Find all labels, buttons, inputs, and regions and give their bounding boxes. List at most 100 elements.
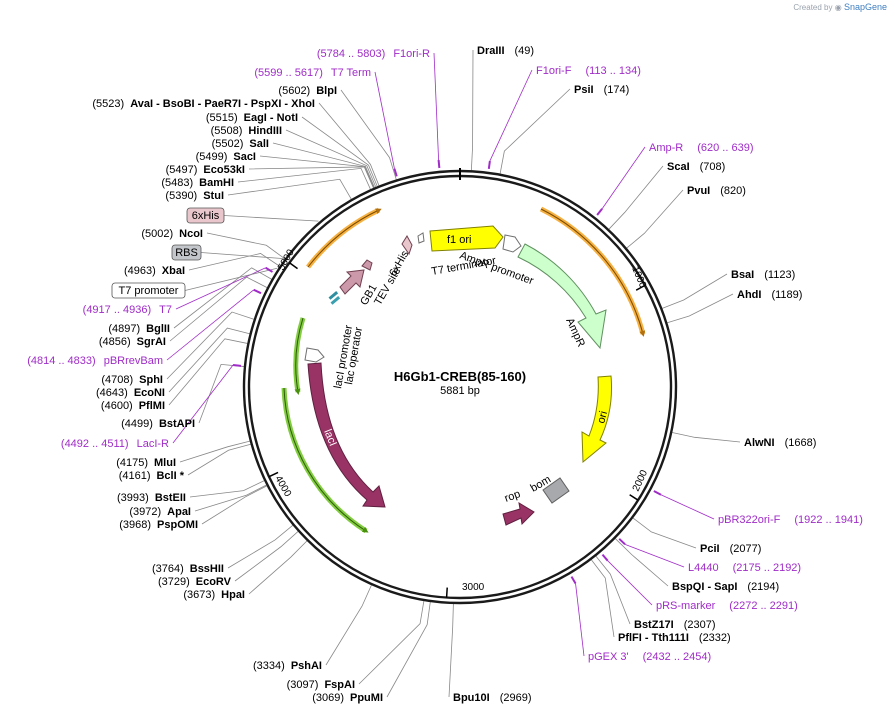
site-name: BspQI - SapI xyxy=(672,581,737,593)
site-leader-mlui xyxy=(179,440,250,463)
site-apai: ApaI(3972) xyxy=(129,506,191,518)
site-name: SalI xyxy=(249,138,269,150)
site-leader-pcii xyxy=(632,517,697,549)
box-frame xyxy=(186,207,225,224)
ori-feature xyxy=(581,375,612,464)
leader-lines xyxy=(166,49,741,698)
site-name: BsaI xyxy=(731,269,754,281)
site-position: (5497) xyxy=(166,164,198,176)
site-name: AlwNI xyxy=(744,437,775,449)
primer-leader-pgex3 xyxy=(575,583,585,657)
gb1-feature xyxy=(339,269,365,295)
site-pvui: PvuI(820) xyxy=(687,185,746,197)
site-leader-ncoi xyxy=(206,232,286,260)
site-position: (5390) xyxy=(165,190,197,202)
site-name: HindIII xyxy=(248,125,282,137)
site-bpu10i: Bpu10I(2969) xyxy=(453,692,531,704)
rop-label: rop xyxy=(503,488,522,505)
site-name: FspAI xyxy=(324,679,355,691)
site-leader-stui xyxy=(227,178,352,200)
site-leader-ecorv xyxy=(234,531,299,582)
site-avai: AvaI - BsoBI - PaeR7I - PspXI - XhoI(552… xyxy=(92,98,315,110)
primer-l4440: L4440(2175 .. 2192) xyxy=(688,562,801,574)
site-leader-hindiii xyxy=(285,129,377,188)
site-name: PpuMI xyxy=(350,692,383,704)
site-leader-hpai xyxy=(248,540,308,595)
snapgene-credit: Created by ◉ SnapGene xyxy=(793,2,887,12)
primer-name: pRS-marker xyxy=(656,600,716,612)
site-leader-bamhi xyxy=(237,167,371,190)
primer-name: F1ori-F xyxy=(536,65,572,77)
site-scai: ScaI(708) xyxy=(667,161,725,173)
site-name: XbaI xyxy=(162,265,185,277)
site-bsshii: BssHII(3764) xyxy=(152,563,224,575)
primer-amp-r: Amp-R(620 .. 639) xyxy=(649,142,754,154)
primer-name: T7 xyxy=(159,304,172,316)
site-name: EcoNI xyxy=(134,387,165,399)
site-position: (5508) xyxy=(211,125,243,137)
primer-range: (4814 .. 4833) xyxy=(27,355,96,367)
site-position: (4897) xyxy=(108,323,140,335)
site-leader-avai xyxy=(318,102,380,186)
site-alwni: AlwNI(1668) xyxy=(744,437,816,449)
site-position: (820) xyxy=(720,185,746,197)
primer-laci-r: LacI-R(4492 .. 4511) xyxy=(61,438,169,450)
site-name: ApaI xyxy=(167,506,191,518)
site-position: (5515) xyxy=(206,112,238,124)
site-position: (5602) xyxy=(278,85,310,97)
bom-feature xyxy=(542,477,570,504)
tick-mark-4000 xyxy=(268,471,279,478)
site-leader-blpi xyxy=(340,89,397,180)
site-name: EcoRV xyxy=(196,576,232,588)
site-leader-fspai xyxy=(358,600,425,685)
site-position: (1189) xyxy=(771,289,802,301)
site-leader-alwni xyxy=(672,432,741,443)
tev-site-feature xyxy=(361,259,373,271)
site-name: PciI xyxy=(700,543,720,555)
site-name: BamHI xyxy=(199,177,234,189)
primer-mark-t7-term xyxy=(393,168,398,177)
primer-mark-l4440 xyxy=(618,538,626,546)
site-hindiii: HindIII (5508) xyxy=(211,125,282,137)
primer-leader-laci-r xyxy=(172,364,234,444)
primer-mark-amp-r xyxy=(596,208,603,216)
site-sphi: SphI(4708) xyxy=(101,374,163,386)
laci-promoter-feature xyxy=(304,347,325,363)
site-position: (2332) xyxy=(699,632,731,644)
site-position: (49) xyxy=(515,45,535,57)
site-name: SphI xyxy=(139,374,163,386)
restriction-site-labels: DraIII(49)PsiI(174)ScaI(708)PvuI(820)Bsa… xyxy=(92,45,816,704)
site-leader-bstapi xyxy=(198,363,245,424)
site-position: (5502) xyxy=(212,138,244,150)
plasmid-name: H6Gb1-CREB(85-160) xyxy=(394,369,526,384)
orange-arc-left xyxy=(306,207,381,269)
6xhis-feature xyxy=(401,235,413,256)
site-name: BclI * xyxy=(156,470,184,482)
laci-label: lacI xyxy=(321,428,339,448)
site-psii: PsiI(174) xyxy=(574,84,629,96)
site-leader-bstz17i xyxy=(595,555,631,625)
site-position: (4499) xyxy=(121,418,153,430)
primer-name: F1ori-R xyxy=(393,48,430,60)
site-leader-bsteii xyxy=(189,480,265,498)
site-position: (4963) xyxy=(124,265,156,277)
primer-f1ori-r: F1ori-R(5784 .. 5803) xyxy=(317,48,430,60)
primer-mark-t7 xyxy=(265,266,274,273)
box-label: RBS xyxy=(175,247,198,259)
site-position: (5483) xyxy=(161,177,193,189)
snapgene-logo-icon: ◉ xyxy=(834,3,842,12)
green-arc-outer-arrow xyxy=(283,387,369,533)
primer-pbr322ori-f: pBR322ori-F(1922 .. 1941) xyxy=(718,514,863,526)
site-ncoi: NcoI(5002) xyxy=(141,228,203,240)
primer-leader-l4440 xyxy=(624,543,685,568)
site-ecorv: EcoRV(3729) xyxy=(158,576,232,588)
site-name: SacI xyxy=(233,151,256,163)
box-label: 6xHis xyxy=(192,210,220,222)
site-position: (3069) xyxy=(312,692,344,704)
site-pflmi: PflMI(4600) xyxy=(101,400,165,412)
site-ahdi: AhdI(1189) xyxy=(737,289,802,301)
primer-marks xyxy=(232,159,662,585)
credit-text: Created by xyxy=(793,3,833,12)
site-leader-bsai xyxy=(662,273,728,309)
